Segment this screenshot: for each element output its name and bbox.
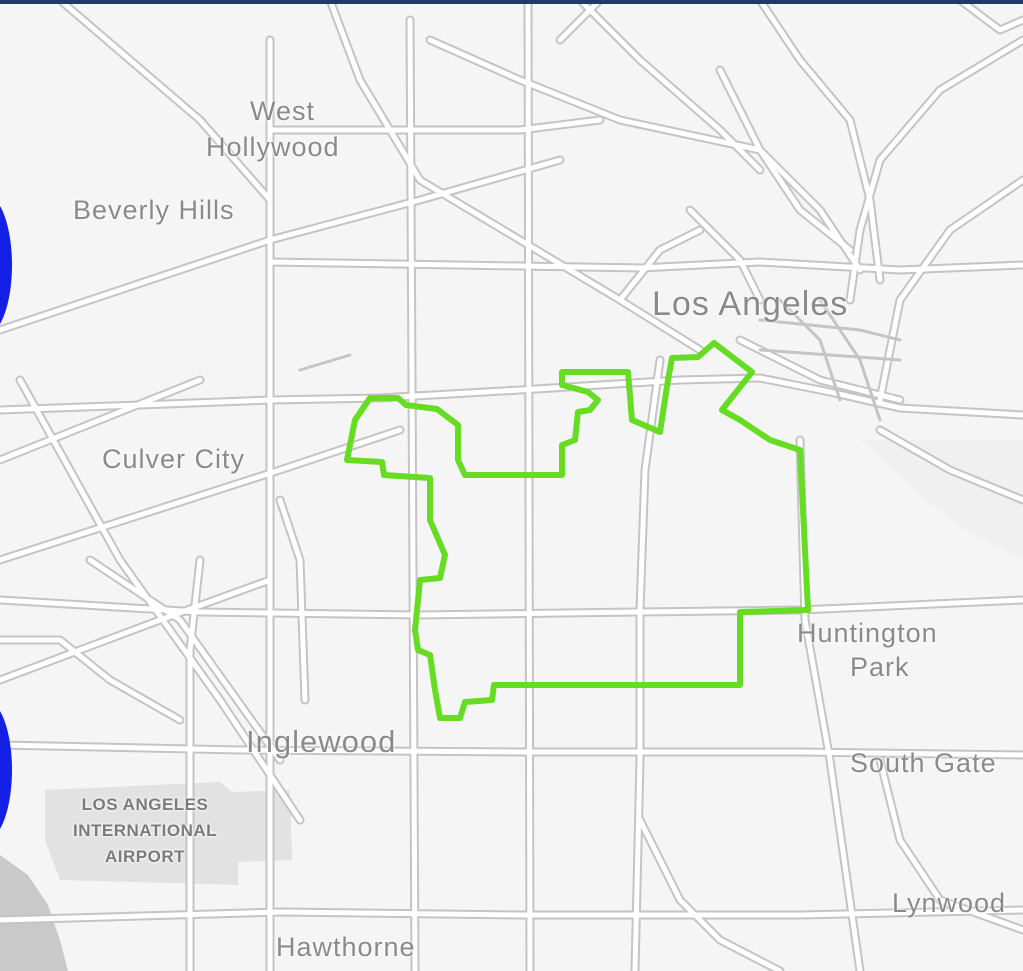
label-south-gate: South Gate	[850, 748, 997, 778]
label-airport-line2: INTERNATIONAL	[72, 821, 218, 840]
park-area	[860, 440, 1023, 560]
label-inglewood: Inglewood	[246, 724, 397, 759]
airport-area	[45, 782, 292, 885]
ocean	[0, 855, 68, 971]
label-hawthorne: Hawthorne	[276, 932, 416, 962]
label-los-angeles: Los Angeles	[652, 285, 849, 323]
label-airport-line1: LOS ANGELES	[81, 795, 209, 814]
label-lynwood: Lynwood	[892, 888, 1007, 918]
label-beverly-hills: Beverly Hills	[73, 195, 235, 225]
label-airport: LOS ANGELES INTERNATIONAL AIRPORT	[50, 792, 240, 870]
label-west-hollywood-line2: Hollywood	[206, 132, 340, 162]
label-culver-city: Culver City	[102, 444, 246, 474]
top-bar	[0, 0, 1023, 4]
label-airport-line3: AIRPORT	[105, 847, 185, 866]
label-huntington-park-line2: Park	[850, 652, 910, 682]
service-area-boundary[interactable]	[344, 340, 811, 721]
label-west-hollywood-line1: West	[250, 96, 316, 126]
label-huntington-park-line1: Huntington	[797, 618, 938, 648]
